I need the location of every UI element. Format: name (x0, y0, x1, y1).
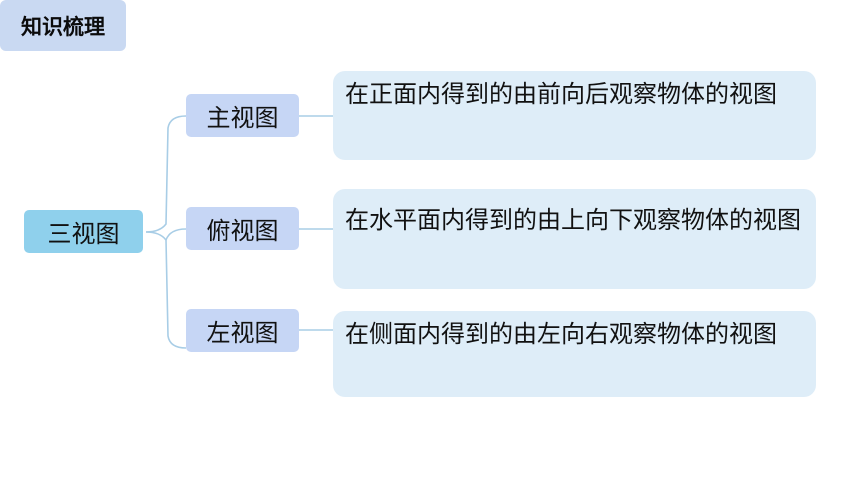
connector-root-bracket (145, 115, 187, 233)
description-top-view: 在水平面内得到的由上向下观察物体的视图 (333, 189, 816, 289)
section-title-badge: 知识梳理 (0, 0, 126, 51)
description-front-view: 在正面内得到的由前向后观察物体的视图 (333, 71, 816, 160)
branch-node-left-view: 左视图 (186, 309, 299, 352)
connector-root-left-view (145, 231, 187, 349)
connector-root-top-view (165, 228, 187, 241)
branch-node-top-view: 俯视图 (186, 207, 299, 250)
mindmap-root-node: 三视图 (24, 210, 143, 253)
branch-node-front-view: 主视图 (186, 94, 299, 137)
description-left-view: 在侧面内得到的由左向右观察物体的视图 (333, 311, 816, 397)
